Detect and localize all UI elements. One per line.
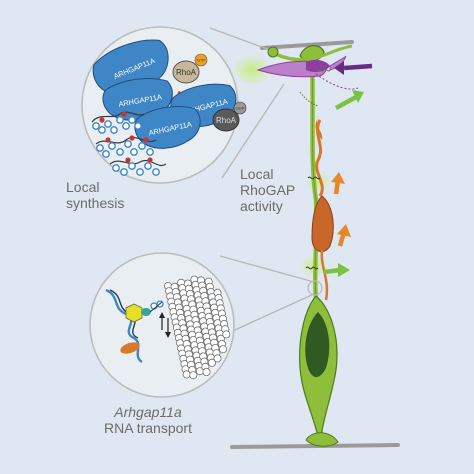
upper-inset-connector-top [210,28,270,50]
purple-cell-body [306,60,330,72]
lower-inset-connector-bottom [226,294,314,334]
purple-dashed-path [316,74,358,89]
rna-transport-label: Arhgap11a RNA transport [98,404,198,436]
rhoa-inactive-label: RhoA [176,68,197,77]
tubulin-subunit [219,346,226,353]
local-synthesis-label: Local synthesis [66,179,124,211]
adaptor-hexagon [126,304,142,322]
orange-arrowhead-bottom [337,224,351,237]
rhoa-active-label: RhoA [216,116,237,125]
tubulin-subunit [203,368,210,375]
tubulin-subunit [190,372,197,379]
green-dashed-path [300,92,318,106]
gtp-badge-label: GTP [197,58,206,63]
endfoot-bulb [268,47,278,57]
upper-inset: ARHGAP11A RhoA GTP ARHGAP11A ARHGAP11A R… [82,27,246,183]
adaptor-teal [141,308,151,316]
migrating-neuron-trailing [322,250,327,300]
radial-glial-cell [232,46,372,447]
orange-arrowhead-top [331,172,345,184]
green-arrow-bottom [324,270,340,272]
gene-name: Arhgap11a [98,404,198,420]
rna-transport-text: RNA transport [98,420,198,436]
lower-inset-connector-top [220,256,314,282]
tubulin-subunit [223,331,230,338]
purple-arrow [344,66,372,68]
green-arrowhead-bottom [338,263,350,277]
green-arrow-top [336,96,358,108]
local-rhogap-activity-label: Local RhoGAP activity [240,166,295,214]
gdp-badge-label: GDP [236,106,245,111]
tubulin-subunit [214,355,221,362]
lower-inset [90,253,234,397]
